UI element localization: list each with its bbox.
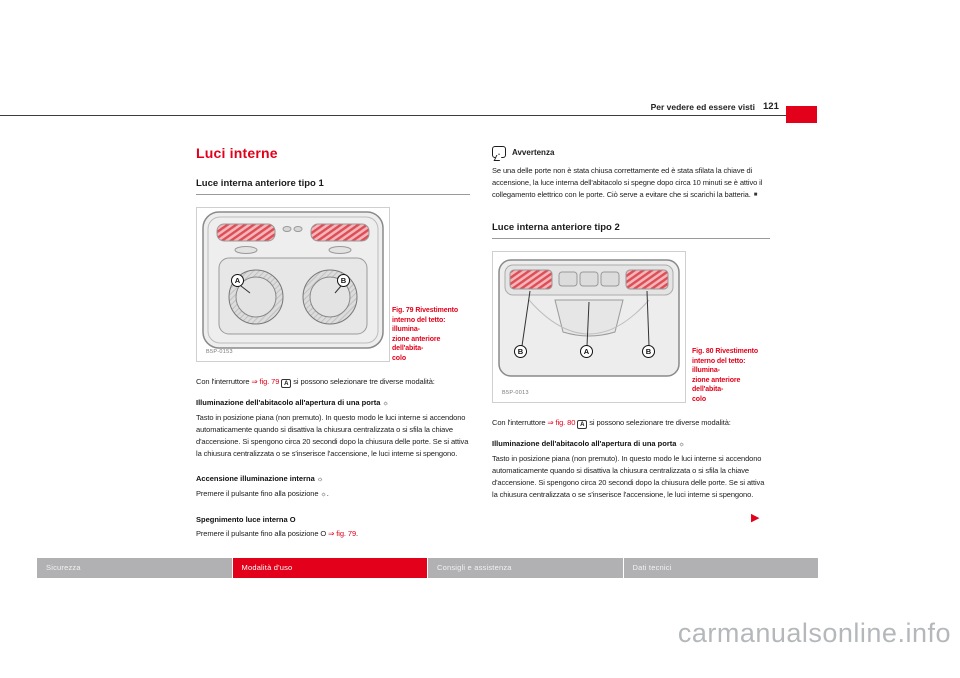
tab-consigli-e-assistenza[interactable]: Consigli e assistenza	[428, 558, 623, 578]
paragraph-door-open-illumination: Tasto in posizione piana (non premuto). …	[196, 413, 469, 458]
intro-text: Con l'interruttore	[196, 377, 252, 386]
figure-80-callout-b-right: B	[642, 345, 655, 358]
paragraph-interior-light-off: Premere il pulsante fino alla posizione …	[196, 529, 359, 538]
roof-light-panel-drawing	[498, 259, 680, 377]
figure-80-callout-a: A	[580, 345, 593, 358]
page-continues-arrow-icon: ▶	[751, 512, 760, 524]
fig-79-link[interactable]: ⇒ fig. 79	[251, 377, 282, 386]
watermark-text: carmanualsonline.info	[677, 618, 951, 648]
figure-80-image: B A B B5P-0013	[492, 251, 686, 403]
subheading-interior-light-off: Spegnimento luce interna O	[196, 515, 296, 524]
footer-tab-bar: Sicurezza Modalità d'uso Consigli e assi…	[37, 558, 818, 578]
door-contact-light-icon: ☼	[678, 441, 685, 448]
tab-dati-tecnici[interactable]: Dati tecnici	[623, 558, 818, 578]
figure-79-code: B5P-0153	[206, 349, 233, 355]
header-red-marker	[786, 106, 817, 123]
subheading-door-open-illumination: Illuminazione dell'abitacolo all'apertur…	[196, 398, 389, 407]
tab-sicurezza[interactable]: Sicurezza	[37, 558, 232, 578]
figure-80-callout-b-left: B	[514, 345, 527, 358]
left-column: Luci interne Luce interna anteriore tipo…	[196, 145, 470, 549]
header-page-number: 121	[763, 101, 779, 112]
note-info-icon: i	[492, 146, 506, 162]
section-heading-tipo-2: Luce interna anteriore tipo 2	[492, 222, 770, 239]
header-section-title: Per vedere ed essere visti	[650, 102, 755, 112]
door-contact-light-icon: ☼	[382, 400, 389, 407]
section-heading-tipo-1: Luce interna anteriore tipo 1	[196, 178, 470, 195]
figure-80-caption: Fig. 80 Rivestimento interno del tetto: …	[692, 348, 759, 403]
intro-paragraph-tipo-2: Con l'interruttore ⇒ fig. 80 A si posson…	[492, 418, 731, 429]
note-body: Se una delle porte non è stata chiusa co…	[492, 166, 763, 199]
header-rule	[0, 115, 786, 116]
figure-80: B A B B5P-0013 Fig. 80 Rivestimento inte…	[492, 251, 770, 404]
subheading-door-open-illumination-2: Illuminazione dell'abitacolo all'apertur…	[492, 439, 685, 448]
figure-79-caption: Fig. 79 Rivestimento interno del tetto: …	[392, 307, 459, 362]
right-column: i Avvertenza Se una delle porte non è st…	[492, 145, 770, 514]
figure-80-code: B5P-0013	[502, 390, 529, 396]
paragraph-door-open-illumination-2: Tasto in posizione piana (non premuto). …	[492, 454, 765, 499]
figure-79-image: A B B5P-0153	[196, 207, 390, 362]
door-contact-light-icon: ☼	[316, 476, 324, 483]
intro-paragraph-tipo-1: Con l'interruttore ⇒ fig. 79 A si posson…	[196, 376, 470, 388]
fig-79-link[interactable]: ⇒ fig. 79	[328, 529, 357, 538]
fig-80-link[interactable]: ⇒ fig. 80	[547, 418, 578, 427]
subheading-interior-light-on: Accensione illuminazione interna ☼	[196, 474, 324, 483]
note-header: i Avvertenza	[492, 145, 770, 162]
roof-light-panel-drawing	[202, 211, 384, 349]
switch-a-badge-icon: A	[281, 379, 292, 388]
figure-79-callout-b: B	[337, 274, 350, 287]
end-of-section-icon: ■	[753, 192, 758, 198]
figure-79-callout-a: A	[231, 274, 244, 287]
figure-79: A B B5P-0153 Fig. 79 Rivestimento intern…	[196, 207, 470, 363]
tab-modalita-duso[interactable]: Modalità d'uso	[232, 558, 427, 578]
note-title: Avvertenza	[512, 147, 555, 157]
page-title: Luci interne	[196, 145, 278, 161]
paragraph-interior-light-on: Premere il pulsante fino alla posizione …	[196, 489, 329, 498]
door-contact-light-icon: ☼	[320, 491, 327, 498]
switch-a-badge-icon: A	[577, 420, 588, 429]
intro-text-post: si possono selezionare tre diverse modal…	[291, 377, 435, 386]
